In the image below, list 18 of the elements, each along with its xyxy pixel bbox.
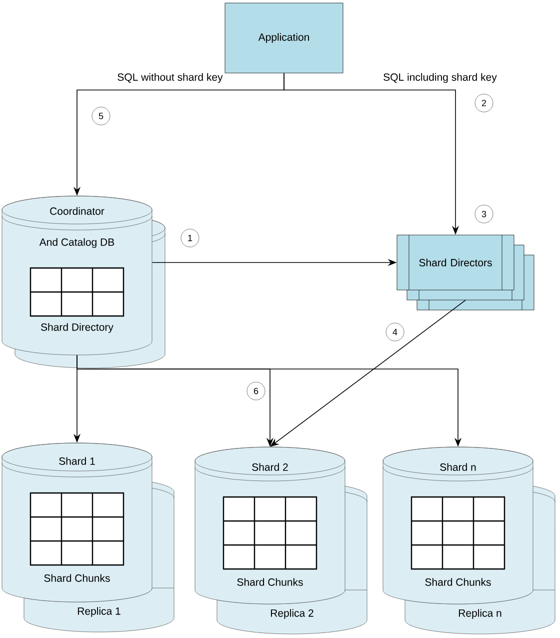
database-cylinder: Coordinator And Catalog DB Shard Directory	[2, 196, 166, 368]
node-label: Replica 1	[78, 607, 120, 617]
callout-number: 3	[474, 204, 494, 224]
replica-cylinder: Replica 2	[216, 590, 368, 634]
callout-number: 6	[246, 382, 266, 400]
edge-label: SQL without shard key	[118, 73, 223, 83]
callout-number: 5	[92, 106, 110, 126]
callout-number: 4	[386, 322, 404, 342]
arrow	[270, 300, 466, 447]
callout-number: 1	[180, 228, 200, 248]
node-label: Replica 2	[270, 609, 314, 619]
node-label: Replica n	[458, 609, 502, 619]
application-box: Application	[224, 2, 344, 74]
replica-cylinder: Replica 1	[24, 588, 174, 632]
edge-label: SQL including shard key	[384, 73, 497, 83]
replica-cylinder: Replica n	[404, 590, 556, 634]
callout-number: 2	[474, 94, 494, 112]
stacked-director-boxes: Shard Directors	[396, 234, 534, 310]
